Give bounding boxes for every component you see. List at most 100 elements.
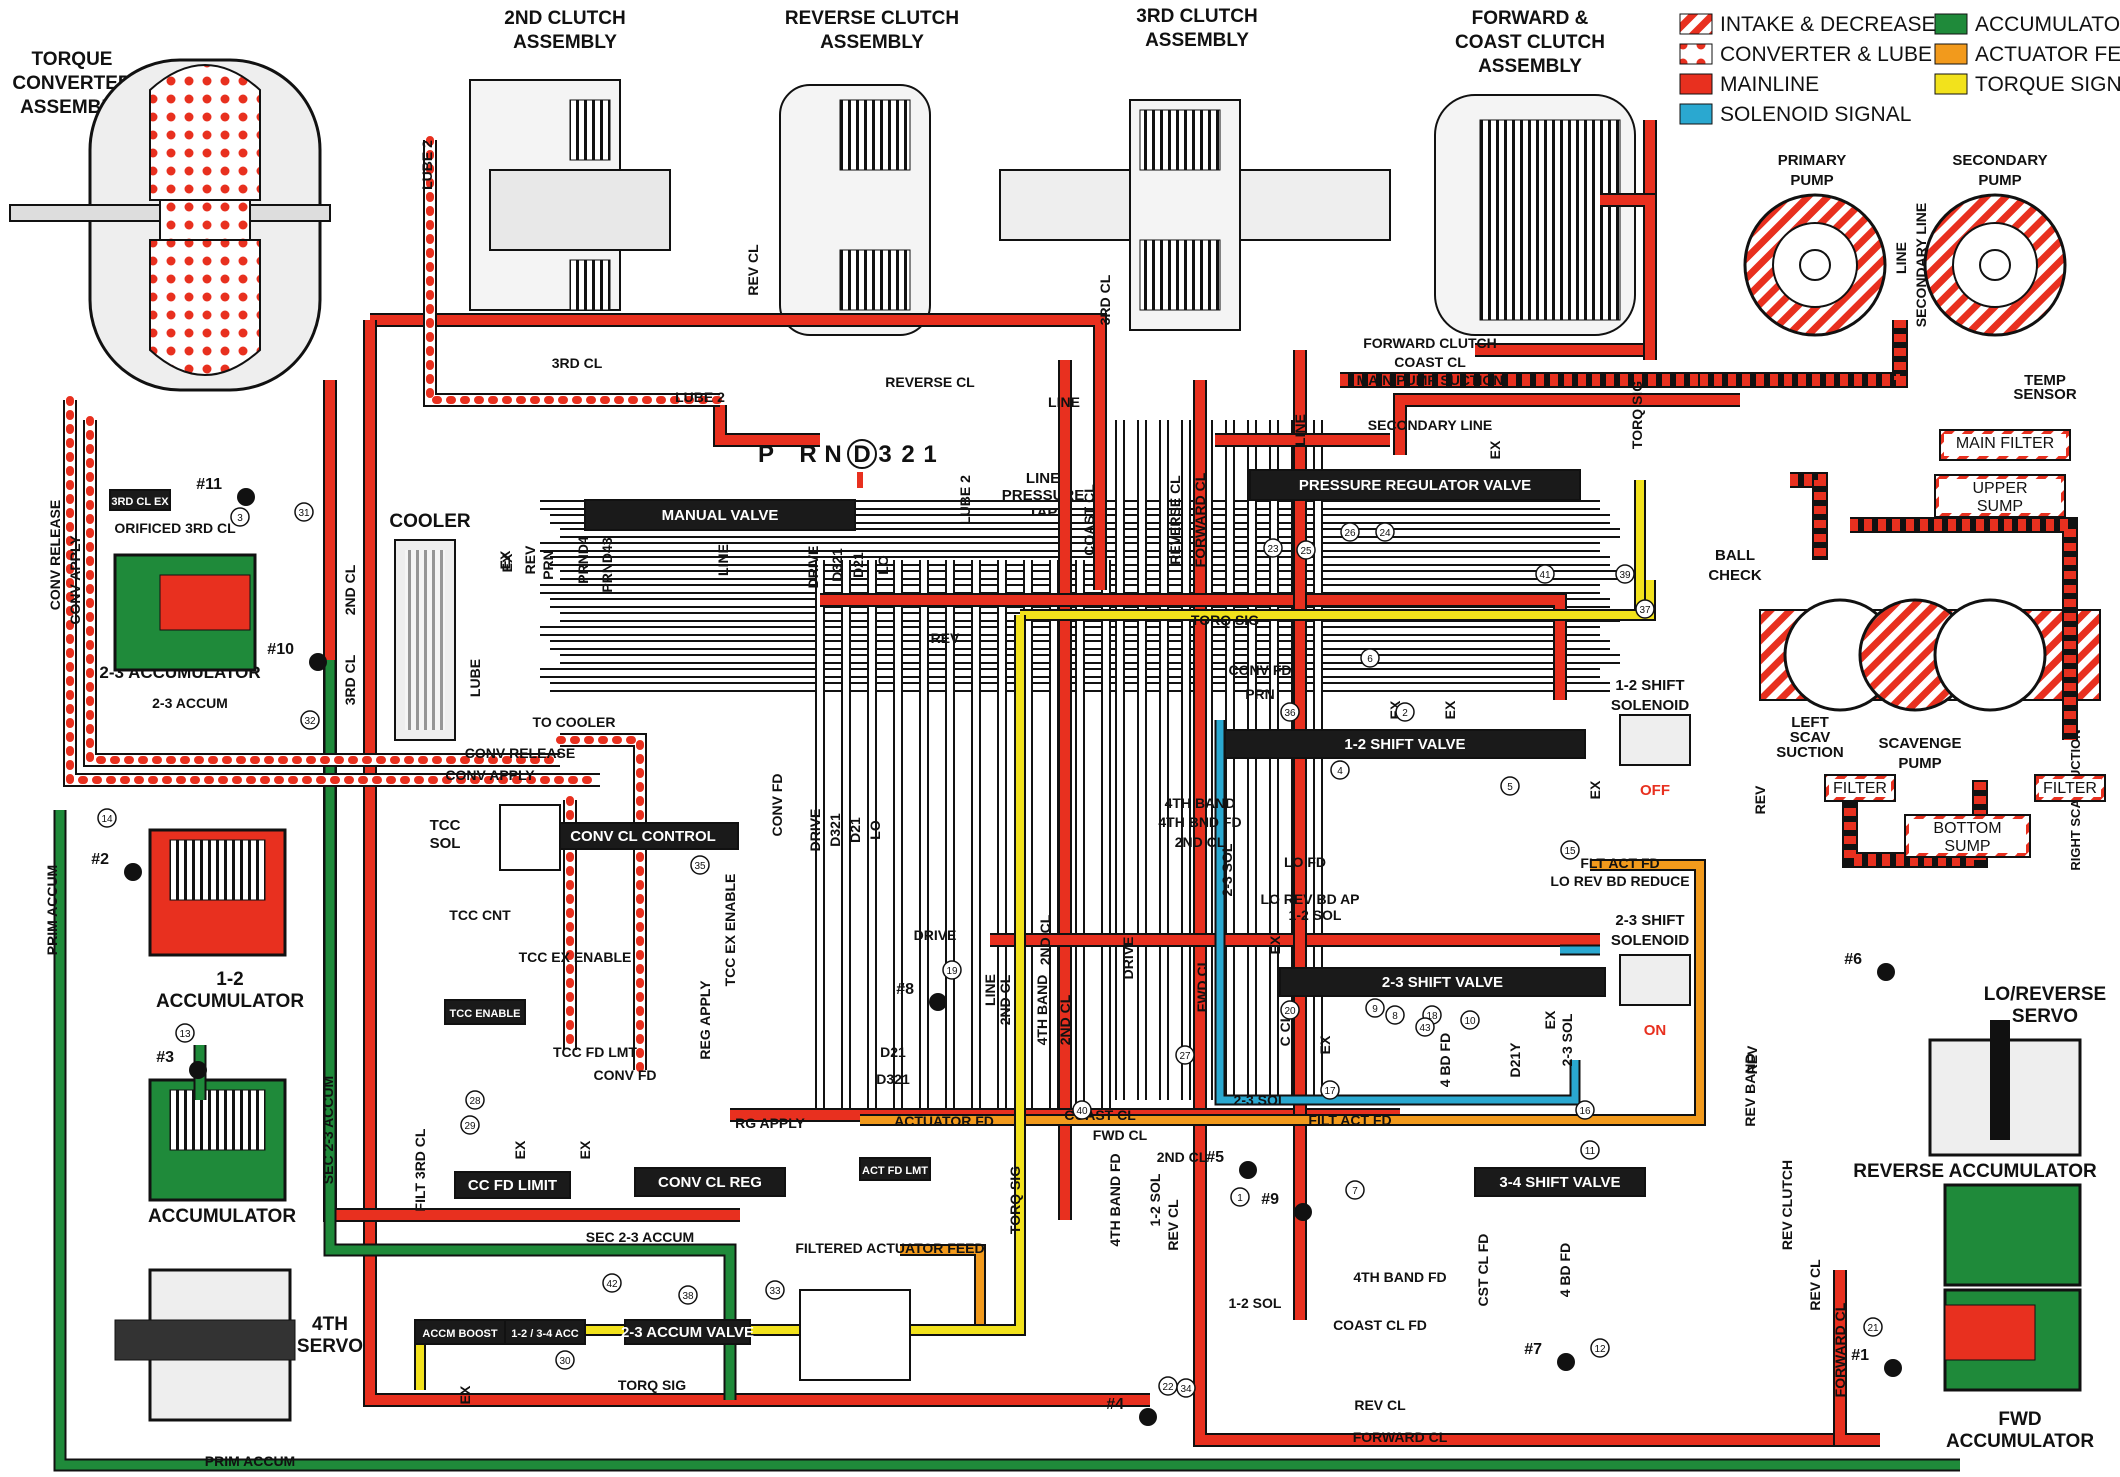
passage-label-v: 2ND CL <box>1057 994 1073 1045</box>
passage-label-v: 4 BD FD <box>1437 1033 1453 1087</box>
checkball-label: #6 <box>1844 951 1862 968</box>
passage-label-h: TCC FD LMT <box>553 1044 637 1060</box>
valve-label-shift12: 1-2 SHIFT VALVE <box>1344 736 1465 753</box>
orifice-marker <box>294 502 314 522</box>
passage-actuator-feed <box>860 861 1704 1124</box>
legend-label-dots: CONVERTER & LUBE <box>1720 43 1932 66</box>
passage-label-h: FLT ACT FD <box>1580 855 1659 871</box>
orifice-marker <box>1176 1378 1196 1398</box>
checkball-label: #8 <box>896 981 914 998</box>
orifice-label: 43 <box>1419 1023 1431 1034</box>
valve-shift23 <box>1279 967 1606 997</box>
orifice-marker <box>1365 998 1385 1018</box>
passage-label-h: D321 <box>876 1071 910 1087</box>
orifice-marker <box>1072 1100 1092 1120</box>
title-ball-check: CHECK <box>1708 567 1762 584</box>
passage-label-v: REV CL <box>1807 1259 1823 1311</box>
tcc-solenoid-body <box>499 804 561 871</box>
orifice-label: 34 <box>1180 1384 1192 1395</box>
orifice-marker <box>555 1350 575 1370</box>
orifice-marker <box>1500 776 1520 796</box>
valve-tcc-enable <box>444 999 526 1025</box>
title-shift23-sol: SOLENOID <box>1611 932 1690 949</box>
passage-label-v: 1-2 SOL <box>1147 1173 1163 1226</box>
valve-label-shift34: 3-4 SHIFT VALVE <box>1499 1174 1620 1191</box>
exhaust-marker: EX <box>1487 440 1503 459</box>
orifice-label: 33 <box>769 1286 781 1297</box>
valve-act-fd-lmt <box>859 1157 931 1181</box>
passage-label-v: LINE <box>982 974 998 1006</box>
passage-label-v: SECONDARY LINE <box>1913 203 1929 327</box>
title-shift23-sol: 2-3 SHIFT <box>1615 912 1684 929</box>
passage-actuator-feed <box>900 1246 984 1330</box>
orifice-label: 23 <box>1267 544 1279 555</box>
passage-label-v: 4TH BAND <box>1034 975 1050 1046</box>
passage-label-v: CONV FD <box>769 774 785 837</box>
orifice-label: 1 <box>1237 1193 1243 1204</box>
secondary-pump <box>1923 193 2067 337</box>
passage-label-h: FILT ACT FD <box>1308 1112 1391 1128</box>
passage-label-v: CST CL FD <box>1475 1234 1491 1307</box>
passage-label-v: D21Y <box>1507 1042 1523 1078</box>
passage-label-h: 1-2 SOL <box>1229 1295 1282 1311</box>
orifice-label: 39 <box>1619 570 1631 581</box>
passage-label-h: 2ND CL <box>1157 1149 1208 1165</box>
orifice-marker <box>1296 540 1316 560</box>
valve-label-shift23: 2-3 SHIFT VALVE <box>1382 974 1503 991</box>
passage-label-h: TCC EX ENABLE <box>519 949 632 965</box>
title-left-scav: SCAV <box>1790 729 1831 746</box>
checkball <box>1884 1359 1902 1377</box>
title-line-pressure-tap: LINE <box>1026 470 1060 487</box>
valve-label-third-cl-ex: 3RD CL EX <box>111 496 169 508</box>
orifice-label: 18 <box>1426 1011 1438 1022</box>
exhaust-marker: EX <box>577 1140 593 1159</box>
title-secondary-pump: SECONDARY <box>1952 152 2047 169</box>
legend-label-torque: TORQUE SIGNAL <box>1975 73 2120 96</box>
title-forward-coast: COAST CLUTCH <box>1455 32 1605 53</box>
title-torque-converter: TORQUE <box>32 49 113 70</box>
checkball <box>124 863 142 881</box>
title-acc-12: ACCUMULATOR <box>156 991 304 1012</box>
orifice-marker <box>1230 1187 1250 1207</box>
title-tcc-sol: SOL <box>430 835 461 852</box>
valve-acc-1234 <box>504 1319 586 1345</box>
valve-label-acc-1234: 1-2 / 3-4 ACC <box>511 1328 579 1340</box>
scavenge-pump <box>1759 598 2101 712</box>
passage-converter-lube-dots <box>556 736 644 1074</box>
passage-mainline <box>1600 195 1655 360</box>
passage-label-v: D21 <box>847 817 863 843</box>
passage-label-v: DRIVE <box>805 546 821 589</box>
main-filter-label: MAIN FILTER <box>1956 435 2054 452</box>
orifice-marker <box>765 1280 785 1300</box>
exhaust-marker: EX <box>1267 935 1283 954</box>
passage-label-v: REVERSE CL <box>1167 475 1183 565</box>
orifice-marker <box>1263 538 1283 558</box>
fourth-servo <box>114 1268 296 1422</box>
third-clutch-assembly <box>999 99 1391 331</box>
passage-label-v: D321 <box>827 813 843 847</box>
second-clutch-assembly <box>469 79 671 311</box>
orifice-marker <box>1385 1005 1405 1025</box>
upper-sump-label: SUMP <box>1977 498 2023 515</box>
passage-label-h: 4TH BND FD <box>1158 814 1241 830</box>
hydraulic-passages <box>53 120 2078 1472</box>
title-ball-check: BALL <box>1715 547 1755 564</box>
checkball <box>237 488 255 506</box>
checkball <box>1239 1161 1257 1179</box>
orifice-label: 27 <box>1179 1051 1191 1062</box>
title-fourth-servo: 4TH <box>312 1314 348 1335</box>
checkball <box>309 653 327 671</box>
legend-swatch-actuator <box>1934 43 1968 65</box>
passage-label-h: DRIVE <box>914 927 957 943</box>
orifice-label: 25 <box>1300 546 1312 557</box>
passage-label-h: REV <box>931 630 960 646</box>
solenoid-shift12 <box>1619 714 1691 766</box>
passage-label-h: TO COOLER <box>533 714 616 730</box>
passage-label-v: FORWARD CL <box>1832 1302 1848 1397</box>
main-filter-label-bg <box>1944 434 2066 456</box>
gear-position: N <box>824 441 841 468</box>
valve-label-accm-boost: ACCM BOOST <box>422 1328 497 1340</box>
valve-label-act-fd-lmt: ACT FD LMT <box>862 1165 928 1177</box>
